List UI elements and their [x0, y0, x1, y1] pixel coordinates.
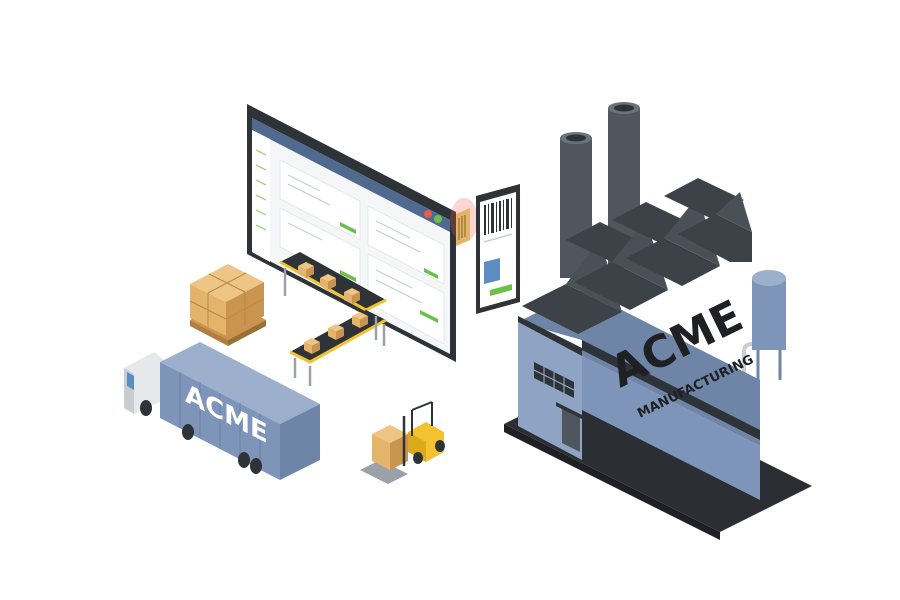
sidebar-lines [255, 149, 267, 231]
acme-truck: ACME [124, 342, 320, 480]
conveyor-belt [279, 252, 387, 386]
factory-window [533, 362, 575, 398]
dashboard-header-bar [252, 118, 450, 232]
silo-tank [742, 270, 786, 402]
forklift [360, 401, 445, 484]
header-green-dot [434, 215, 442, 223]
barcode-icon [484, 198, 512, 235]
acme-factory: ACME MANUFACTURING [504, 102, 812, 540]
factory-door [562, 408, 580, 452]
barcode-scanner-tablet [450, 184, 520, 314]
factory-roof [522, 178, 752, 334]
header-red-dot [424, 210, 432, 218]
scanner-green-button [490, 284, 512, 296]
factory-branded-wall [582, 356, 760, 500]
dashboard-monitor [247, 104, 456, 362]
truck-windshield [127, 372, 134, 390]
scanner-image-block [484, 258, 500, 284]
conveyor-boxes [298, 262, 368, 354]
dashboard-text-lines [287, 174, 423, 304]
box-pallet [189, 264, 266, 346]
dashboard-green-buttons [340, 222, 438, 323]
